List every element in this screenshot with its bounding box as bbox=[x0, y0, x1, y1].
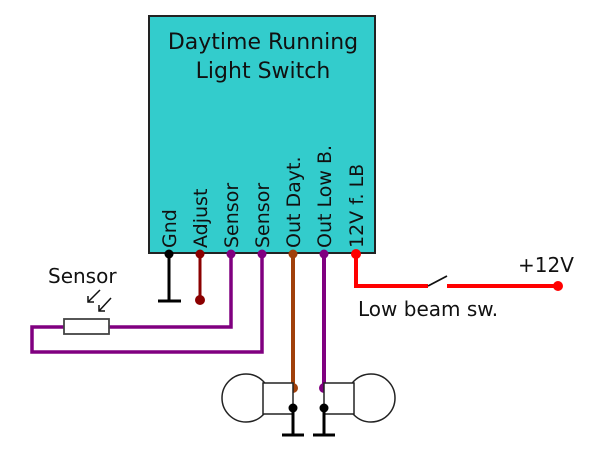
photoresistor bbox=[63, 318, 110, 335]
supply-wire bbox=[351, 249, 563, 291]
pin-dot-sensor-1 bbox=[226, 249, 236, 259]
pin-label-out-low-beam: Out Low B. bbox=[314, 145, 336, 248]
pin-dot-gnd bbox=[164, 249, 174, 259]
switch-label: Low beam sw. bbox=[358, 297, 498, 321]
bulb-right bbox=[313, 373, 396, 437]
bulb-right-base bbox=[323, 382, 355, 415]
pin-label-adjust: Adjust bbox=[190, 189, 212, 248]
light-arrows-icon bbox=[87, 289, 112, 312]
pin-label-12v-for-lb: 12V f. LB bbox=[346, 164, 368, 248]
pin-dot-out-daytime bbox=[288, 249, 298, 259]
switch-contact bbox=[427, 275, 448, 287]
pin-dot-out-low-beam bbox=[319, 249, 329, 259]
out-low-beam-wire bbox=[319, 249, 329, 393]
pin-label-out-daytime: Out Dayt. bbox=[283, 157, 305, 249]
out-daytime-wire bbox=[288, 249, 298, 393]
pin-dot-12v-for-lb bbox=[351, 249, 361, 259]
bulb-right-ground-dot bbox=[319, 403, 329, 413]
sensor-wires bbox=[30, 249, 267, 354]
pin-label-sensor-2: Sensor bbox=[252, 183, 274, 248]
pin-label-gnd: Gnd bbox=[159, 209, 181, 248]
pin-label-sensor-1: Sensor bbox=[221, 183, 243, 248]
gnd-wire bbox=[158, 249, 181, 303]
bulb-left-ground-dot bbox=[288, 403, 298, 413]
sensor-label: Sensor bbox=[48, 264, 117, 288]
supply-label: +12V bbox=[518, 253, 574, 277]
bulb-left bbox=[221, 373, 304, 437]
module-box bbox=[148, 15, 376, 254]
supply-terminal bbox=[553, 281, 563, 291]
module-title-line2: Light Switch bbox=[196, 59, 331, 84]
pin-dot-adjust bbox=[195, 249, 205, 259]
adjust-terminal bbox=[195, 295, 205, 305]
pin-dot-sensor-2 bbox=[257, 249, 267, 259]
bulb-left-base bbox=[262, 382, 294, 415]
module-title-line1: Daytime Running bbox=[168, 30, 358, 55]
adjust-wire bbox=[195, 249, 205, 305]
